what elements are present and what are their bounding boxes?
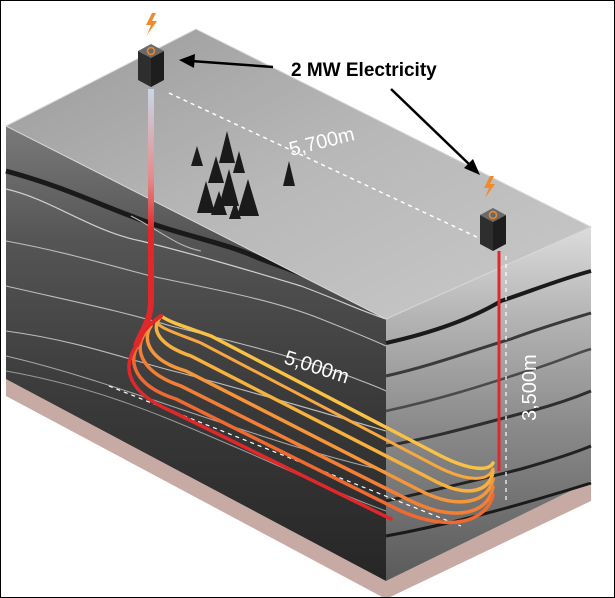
lateral-pipes bbox=[127, 314, 495, 525]
depth-label: 3,500m bbox=[519, 354, 541, 421]
well-head-icon bbox=[480, 208, 506, 251]
conifer-tree-icon bbox=[191, 131, 295, 219]
block-side-face bbox=[386, 227, 591, 581]
electricity-label: 2 MW Electricity bbox=[291, 60, 437, 81]
lightning-bolt-icon bbox=[484, 176, 495, 198]
block-front-face bbox=[6, 126, 386, 581]
annotation-arrows bbox=[179, 54, 480, 175]
surface-distance-line bbox=[168, 92, 482, 240]
lateral-distance-line bbox=[108, 385, 462, 527]
lightning-bolt-icon bbox=[146, 13, 157, 35]
well-head-icon bbox=[138, 44, 164, 87]
injection-well-pipe bbox=[133, 89, 154, 348]
